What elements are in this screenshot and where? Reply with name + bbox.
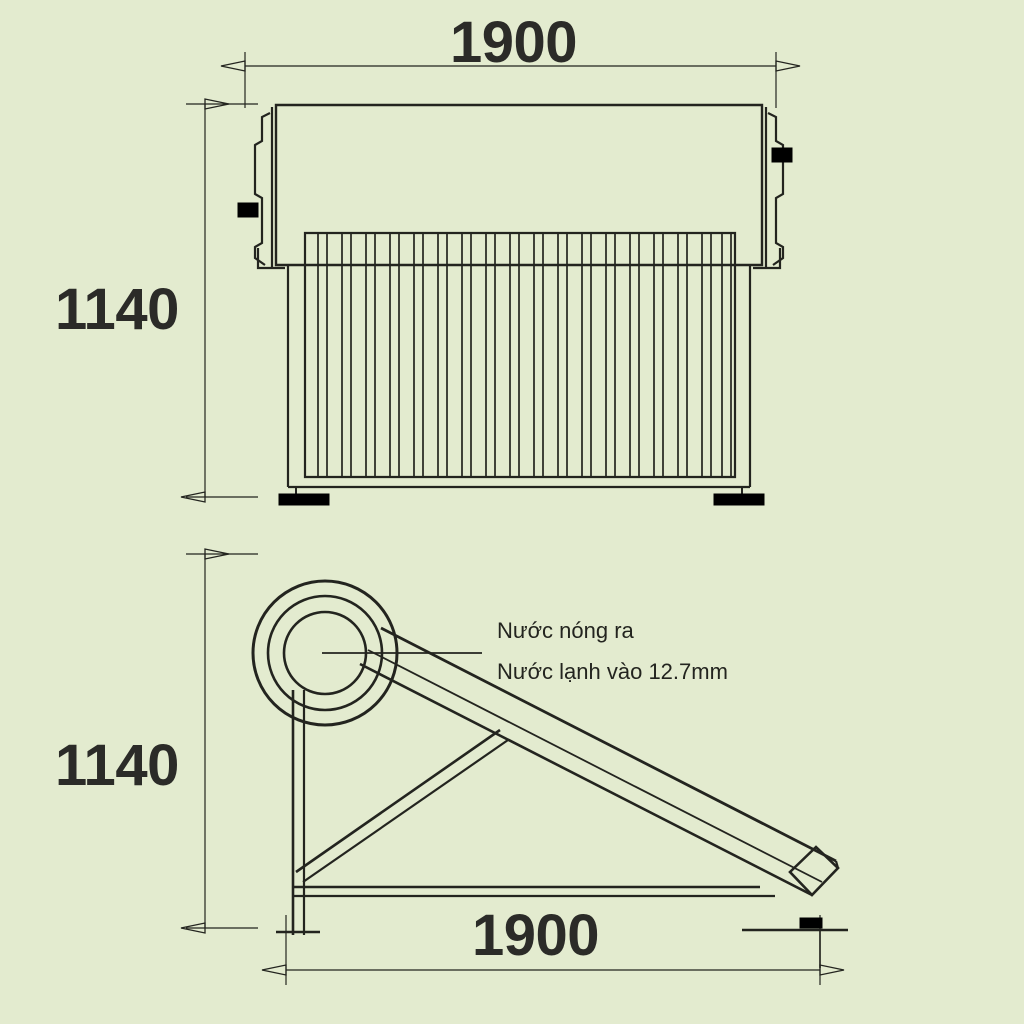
storage-tank-front bbox=[237, 103, 793, 270]
side-view-group bbox=[180, 548, 848, 985]
front-view-group bbox=[180, 52, 801, 506]
callout-cold-water-inlet: Nước lạnh vào 12.7mm bbox=[497, 659, 728, 684]
support-frame-front bbox=[286, 265, 752, 497]
dimension-label-side-height: 1140 bbox=[55, 733, 179, 798]
dimension-label-top-width: 1900 bbox=[450, 10, 578, 75]
dimension-label-bottom-width: 1900 bbox=[472, 903, 600, 968]
dimension-left-height bbox=[180, 98, 258, 503]
nozzle-right bbox=[771, 147, 793, 163]
dimension-side-height bbox=[180, 548, 258, 934]
nozzle-left bbox=[237, 202, 259, 218]
callout-hot-water-outlet: Nước nóng ra bbox=[497, 618, 634, 643]
foot-right bbox=[713, 493, 765, 506]
dimension-label-left-height: 1140 bbox=[55, 277, 179, 342]
support-feet-front bbox=[278, 493, 765, 506]
support-frame-side bbox=[276, 690, 775, 935]
dimension-top-width bbox=[220, 52, 801, 108]
foot-left bbox=[278, 493, 330, 506]
collector-assembly-side bbox=[359, 626, 840, 897]
collector-end-foot bbox=[742, 917, 848, 968]
collector-panel-front bbox=[303, 231, 737, 479]
